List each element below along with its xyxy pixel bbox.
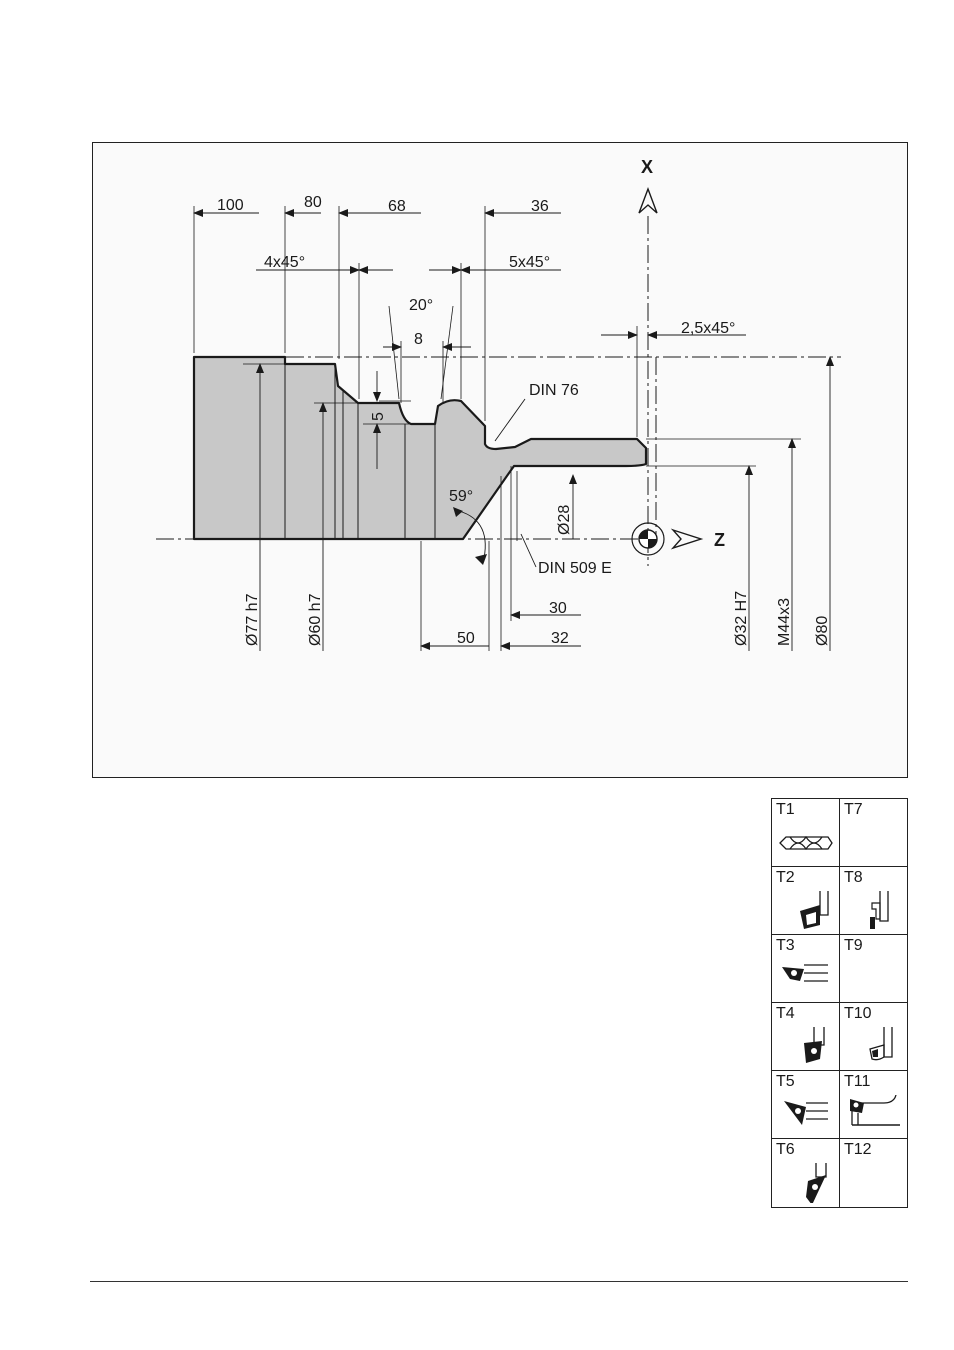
part-profile [192, 355, 648, 541]
dim-width-8: 8 [414, 331, 423, 348]
tool-cell-t7: T7 [840, 799, 908, 867]
tool-cell-t3: T3 [772, 935, 840, 1003]
dim-angle-20: 20° [409, 297, 433, 314]
center-lines [156, 216, 841, 566]
x-axis-arrow [638, 187, 658, 214]
turning-tool-icon [806, 1163, 827, 1203]
dim-36: 36 [531, 198, 549, 215]
grooving-tool-icon [870, 891, 889, 929]
turning-tool-icon [782, 964, 828, 982]
tool-label: T7 [844, 801, 863, 818]
tool-label: T4 [776, 1005, 795, 1022]
dim-80: 80 [304, 194, 322, 211]
dim-32: 32 [551, 630, 569, 647]
x-axis-label: X [641, 157, 653, 177]
tool-label: T12 [844, 1141, 872, 1158]
tool-cell-t11: T11 [840, 1071, 908, 1139]
dim-angle-59: 59° [449, 488, 473, 505]
section-lines [284, 357, 436, 539]
tool-cell-t10: T10 [840, 1003, 908, 1071]
technical-drawing: X Z [156, 157, 841, 651]
dim-dia-32: Ø32 H7 [733, 591, 750, 646]
tool-table: T1 T7 T2 T8 T3 T9 [771, 798, 908, 1208]
dim-dia-80: Ø80 [814, 616, 831, 646]
tool-label: T10 [844, 1005, 872, 1022]
tool-label: T11 [844, 1073, 871, 1090]
tool-cell-t4: T4 [772, 1003, 840, 1071]
turning-tool-icon [804, 1027, 825, 1063]
dim-50: 50 [457, 630, 475, 647]
boring-tool-icon [869, 1027, 893, 1061]
dim-depth-5: 5 [370, 412, 387, 421]
label-din509: DIN 509 E [538, 560, 612, 577]
turning-tool-icon [784, 1101, 828, 1125]
dim-dia-77: Ø77 h7 [244, 593, 261, 646]
angle-arrow [475, 554, 487, 565]
tool-cell-t8: T8 [840, 867, 908, 935]
tool-label: T3 [776, 937, 795, 954]
tool-cell-t2: T2 [772, 867, 840, 935]
dim-dia-28: Ø28 [556, 505, 573, 535]
boring-bar-icon [850, 1095, 900, 1126]
tool-cell-t1: T1 [772, 799, 840, 867]
tool-label: T5 [776, 1073, 795, 1090]
turning-tool-icon [800, 891, 829, 929]
z-axis-label: Z [714, 530, 725, 550]
dim-chamfer-2-5x45: 2,5x45° [681, 320, 735, 337]
tool-cell-t5: T5 [772, 1071, 840, 1139]
footer-divider [90, 1281, 908, 1282]
dim-30: 30 [549, 600, 567, 617]
dim-chamfer-5x45: 5x45° [509, 254, 550, 271]
label-din76: DIN 76 [529, 382, 579, 399]
dim-chamfer-4x45: 4x45° [264, 254, 305, 271]
tool-label: T6 [776, 1141, 795, 1158]
dim-m44: M44x3 [776, 598, 793, 646]
tool-label: T9 [844, 937, 863, 954]
dim-100: 100 [217, 197, 244, 214]
angle-arrow-start [453, 507, 463, 517]
tool-label: T1 [776, 801, 795, 818]
drawing-frame: X Z [92, 142, 908, 778]
z-axis-arrow [670, 528, 704, 550]
dim-68: 68 [388, 198, 406, 215]
drill-icon [779, 835, 833, 851]
tool-cell-t12: T12 [840, 1139, 908, 1207]
tool-cell-t6: T6 [772, 1139, 840, 1207]
tool-label: T8 [844, 869, 863, 886]
tool-cell-t9: T9 [840, 935, 908, 1003]
tool-label: T2 [776, 869, 795, 886]
dimension-lines [193, 209, 834, 651]
dim-dia-60: Ø60 h7 [307, 593, 324, 646]
extension-lines [193, 206, 801, 651]
origin-icon [631, 522, 665, 556]
